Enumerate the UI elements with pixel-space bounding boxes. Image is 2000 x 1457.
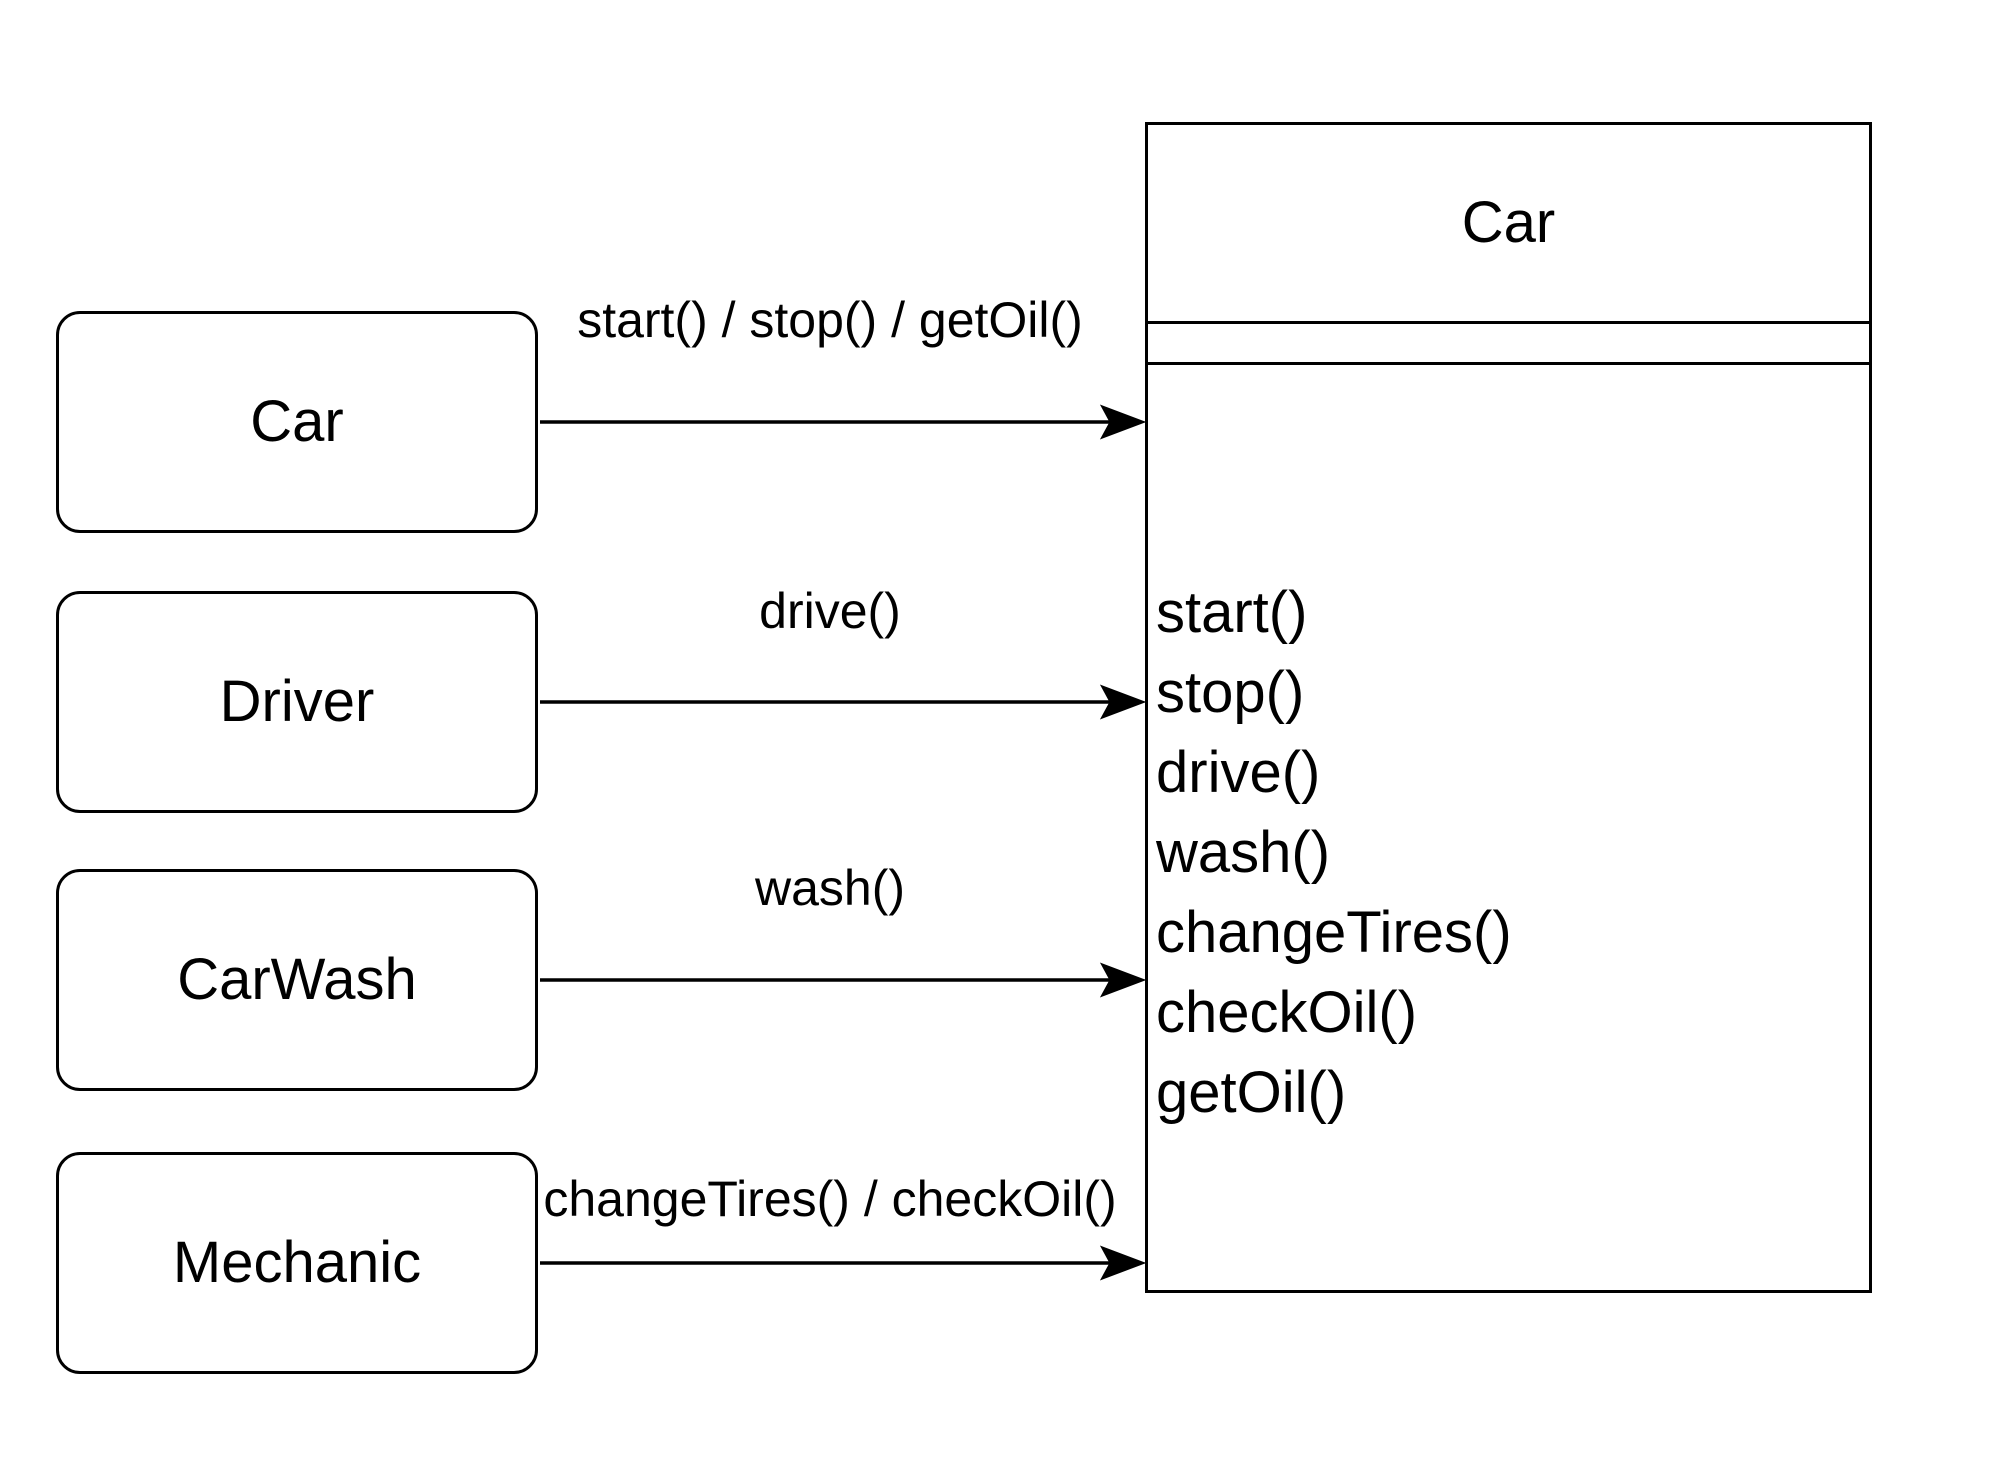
arrow-label-car-messages: start() / stop() / getOil() [577, 292, 1083, 348]
actor-label-driver: Driver [219, 669, 375, 734]
class-method-checkoil: checkOil() [1156, 980, 1418, 1045]
class-title-compartment: Car [1148, 125, 1869, 324]
class-method-stop: stop() [1156, 660, 1305, 725]
arrow-driver-to-class [540, 684, 1147, 720]
class-method-changetires: changeTires() [1156, 900, 1512, 965]
actor-box-carwash[interactable]: CarWash [56, 869, 538, 1091]
arrow-mechanic-to-class [540, 1245, 1147, 1281]
class-method-wash: wash() [1156, 820, 1331, 885]
arrow-label-carwash-message: wash() [754, 860, 906, 916]
class-method-drive: drive() [1156, 740, 1321, 805]
arrow-car-to-class [540, 404, 1147, 440]
actor-label-mechanic: Mechanic [172, 1230, 422, 1295]
actor-label-carwash: CarWash [177, 947, 417, 1012]
actor-box-mechanic[interactable]: Mechanic [56, 1152, 538, 1374]
arrow-label-mechanic-messages: changeTires() / checkOil() [543, 1171, 1117, 1227]
arrow-label-driver-message: drive() [759, 583, 901, 639]
actor-label-car: Car [250, 389, 344, 454]
class-attributes-compartment [1148, 324, 1869, 365]
class-title: Car [1461, 190, 1556, 255]
actor-box-driver[interactable]: Driver [56, 591, 538, 813]
class-method-start: start() [1156, 580, 1308, 645]
arrow-carwash-to-class [540, 962, 1147, 998]
class-box-car[interactable]: Car start() stop() drive() wash() change… [1145, 122, 1872, 1293]
actor-box-car[interactable]: Car [56, 311, 538, 533]
class-methods-compartment: start() stop() drive() wash() changeTire… [1148, 573, 1869, 1290]
class-method-getoil: getOil() [1156, 1060, 1347, 1125]
